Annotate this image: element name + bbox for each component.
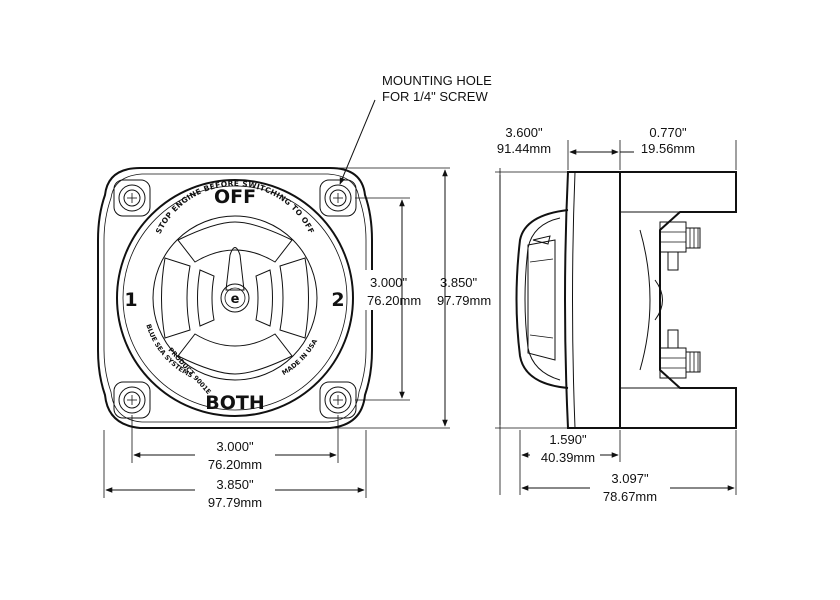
mounting-hole-top-right [319, 179, 357, 217]
dim-front-width-in: 3.850" [216, 477, 254, 492]
switch-body-outline [97, 167, 373, 429]
knob-pointer [225, 247, 245, 291]
selector-knob [161, 221, 309, 375]
dim-front-height-mm: 97.79mm [437, 293, 491, 308]
dim-side-3600-mm: 91.44mm [497, 141, 551, 156]
dim-vertical-hole-in: 3.000" [370, 275, 408, 290]
front-view: e OFF BOTH 1 2 STOP ENGINE BEFORE SWITCH… [97, 73, 492, 512]
arc-text-product: PRODUCT 9001E [167, 346, 213, 396]
side-rear-housing [619, 171, 737, 429]
dim-horizontal-hole-mm: 76.20mm [208, 457, 262, 472]
side-view: 3.600" 91.44mm 0.770" 19.56mm 1.590" 40.… [495, 125, 737, 506]
knob-hub [220, 283, 250, 313]
terminal-stud-top [659, 221, 701, 271]
switch-body-inner-outline [103, 173, 367, 423]
dial-ring-2 [122, 185, 348, 411]
callout-line-2: FOR 1/4" SCREW [382, 89, 488, 104]
label-off: OFF [214, 186, 256, 208]
terminal-stud-bottom [659, 329, 701, 379]
mounting-hole-top-left [113, 179, 151, 217]
logo-letter: e [231, 292, 240, 307]
dim-front-width-mm: 97.79mm [208, 495, 262, 510]
dim-side-3097-in: 3.097" [611, 471, 649, 486]
dim-front-height-in: 3.850" [440, 275, 478, 290]
dim-side-0770-in: 0.770" [649, 125, 687, 140]
dial-outer-ring [116, 179, 354, 417]
dim-vertical-hole-mm: 76.20mm [367, 293, 421, 308]
callout-line-1: MOUNTING HOLE [382, 73, 492, 88]
dim-side-3097-mm: 78.67mm [603, 489, 657, 504]
callout-leader [339, 99, 376, 185]
label-position-2: 2 [331, 289, 344, 311]
label-both: BOTH [205, 392, 265, 414]
arc-text-made: MADE IN USA [281, 338, 320, 377]
dim-side-1590-mm: 40.39mm [541, 450, 595, 465]
dim-side-3600-in: 3.600" [505, 125, 543, 140]
side-knob-grip [527, 239, 556, 361]
label-position-1: 1 [124, 289, 137, 311]
dial-inner-ring [152, 215, 318, 381]
side-knob-dome [515, 209, 569, 389]
dim-side-1590-in: 1.590" [549, 432, 587, 447]
dim-side-0770-mm: 19.56mm [641, 141, 695, 156]
dim-horizontal-hole-in: 3.000" [216, 439, 254, 454]
